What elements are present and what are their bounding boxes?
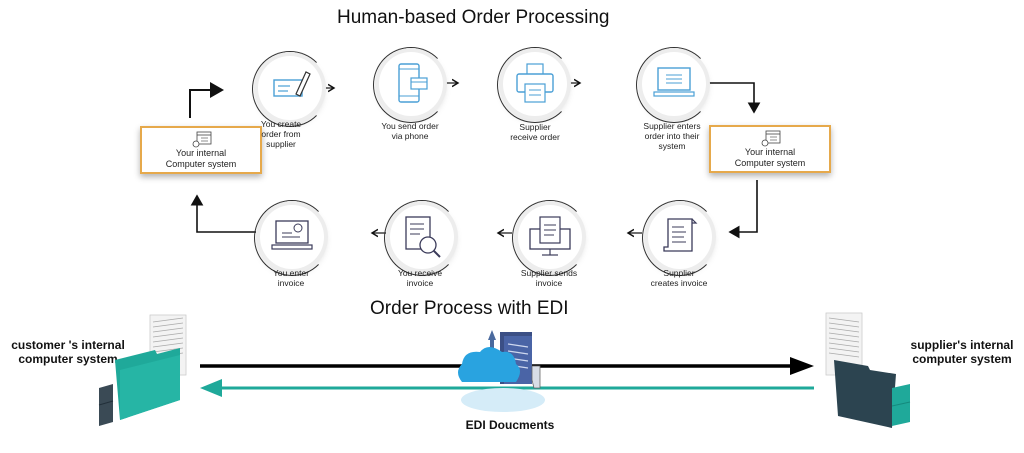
edi-process-title: Order Process with EDI <box>370 298 569 319</box>
arrow-system-to-create <box>189 82 224 118</box>
edi-inbound-arrowhead <box>200 379 222 397</box>
computer-window-gear-icon <box>192 131 212 148</box>
step-ring <box>642 200 718 276</box>
right-internal-system-box: Your internal Computer system <box>709 125 831 173</box>
left-system-line1: Your internal <box>175 148 227 158</box>
step-circle <box>379 52 443 116</box>
step-ring <box>497 47 573 123</box>
step-circle <box>258 56 322 120</box>
check-pen-icon <box>273 71 311 97</box>
laptop-chart-icon <box>271 220 313 250</box>
step-ring <box>512 200 588 276</box>
step-ring <box>636 47 712 123</box>
step-ring <box>384 200 460 276</box>
step-circle <box>648 205 712 269</box>
human-process-title: Human-based Order Processing <box>337 7 610 28</box>
left-system-line2: Computer system <box>165 159 237 169</box>
step-circle <box>260 205 324 269</box>
supplier-folder-icon <box>825 312 911 428</box>
edi-documents-label: EDI Doucments <box>465 418 555 432</box>
customer-folder-icon <box>98 314 187 426</box>
step-circle <box>518 205 582 269</box>
document-magnifier-icon <box>405 216 441 258</box>
right-system-line1: Your internal <box>744 147 796 157</box>
edi-outbound-arrowhead <box>790 357 814 375</box>
laptop-icon <box>653 67 695 97</box>
computer-window-gear-icon <box>761 130 781 147</box>
step-ring <box>252 51 328 127</box>
phone-card-icon <box>398 63 428 103</box>
right-system-line2: Computer system <box>734 158 806 168</box>
printer-icon <box>516 63 554 103</box>
arrow-enter-invoice-to-system <box>190 194 256 233</box>
scroll-document-icon <box>663 218 698 252</box>
step-circle <box>642 52 706 116</box>
arrow-system-to-creates-invoice <box>728 180 758 239</box>
step-ring <box>254 200 330 276</box>
edi-cloud-documents-icon <box>458 330 545 412</box>
step-ring <box>373 47 449 123</box>
left-internal-system-box: Your internal Computer system <box>140 126 262 174</box>
monitor-document-icon <box>529 216 571 256</box>
step-circle <box>390 205 454 269</box>
arrow-enter-to-system <box>702 82 761 114</box>
step-circle <box>503 52 567 116</box>
